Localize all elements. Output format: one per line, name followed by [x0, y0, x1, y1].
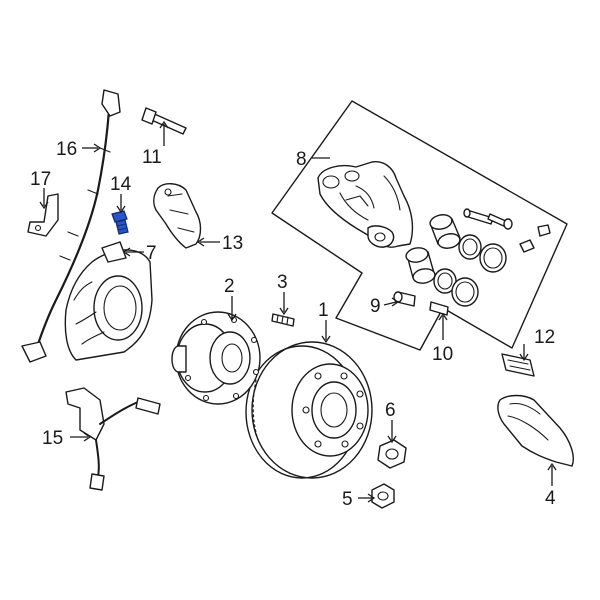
guide-pin-bolt: [487, 213, 513, 230]
highlighted-bolt: [111, 210, 129, 235]
callout-labels: 1 2 3 4 5 6 7 8 9 10 11 12 13 14 15 16 1…: [30, 139, 556, 510]
brake-hose: [65, 387, 161, 491]
callout-1: 1: [318, 300, 329, 321]
callout-lines: [39, 120, 557, 503]
piston-seal-lower-outer: [451, 277, 479, 307]
callout-3: 3: [277, 272, 288, 293]
callout-16: 16: [56, 139, 77, 160]
dust-shield: [64, 241, 153, 361]
callout-5: 5: [342, 489, 353, 510]
piston-seal-upper-outer: [479, 243, 507, 273]
callout-6: 6: [385, 400, 396, 421]
bleeder-screw: [463, 208, 494, 225]
lug-nut: [371, 483, 395, 509]
piston-seal-upper-inner: [458, 234, 482, 260]
hub-nut: [377, 439, 407, 469]
callout-4: 4: [545, 488, 556, 509]
callout-13: 13: [222, 233, 243, 254]
caliper-pin-10: [429, 301, 449, 316]
caliper-body: [317, 161, 414, 248]
abs-sensor-wire: [21, 89, 121, 363]
callout-2: 2: [224, 276, 235, 297]
callout-9: 9: [370, 296, 381, 317]
caliper-pin-9: [393, 291, 416, 307]
brake-pad-set: [497, 394, 574, 467]
brake-rotor: [245, 341, 373, 479]
callout-15: 15: [42, 428, 63, 449]
callout-12: 12: [534, 327, 555, 348]
caliper-piston-upper: [429, 214, 461, 249]
callout-10: 10: [432, 344, 453, 365]
caliper-bracket: [153, 183, 202, 249]
callout-17: 17: [30, 169, 51, 190]
fitting-bolt: [519, 239, 535, 253]
caliper-kit-outline: [271, 100, 568, 351]
bleeder-cap: [537, 224, 551, 237]
anchor-bolt: [141, 107, 187, 135]
wheel-hub: [171, 311, 261, 405]
callout-7: 7: [146, 243, 157, 264]
sensor-bracket: [27, 193, 59, 237]
pad-hardware-clip: [501, 353, 535, 377]
callout-11: 11: [142, 147, 162, 168]
wheel-stud: [271, 313, 295, 327]
callout-8: 8: [296, 149, 307, 170]
callout-14: 14: [110, 174, 132, 195]
caliper-piston-lower: [405, 247, 436, 284]
